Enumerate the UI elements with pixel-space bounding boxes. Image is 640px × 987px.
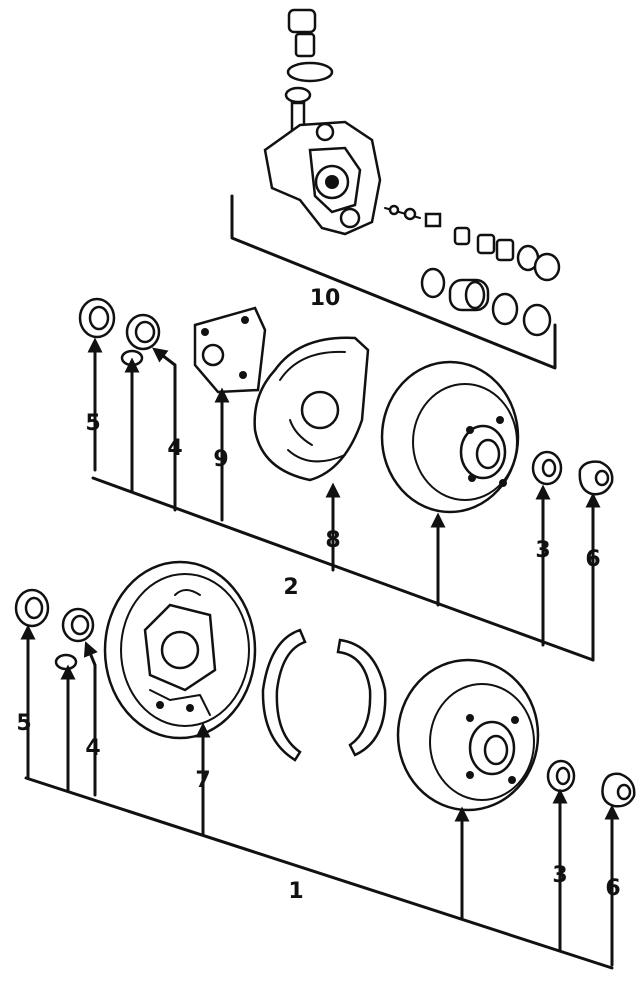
part-brake-drum xyxy=(396,658,540,812)
callout-7: 7 xyxy=(195,768,210,793)
part-8-splash-shield xyxy=(253,336,370,482)
callout-5-lower: 5 xyxy=(16,711,31,736)
callout-3-lower: 3 xyxy=(552,863,567,888)
part-brake-shoes xyxy=(261,628,387,762)
callout-5-upper: 5 xyxy=(85,411,100,436)
part-6-dust-cap-lower xyxy=(601,772,636,808)
callout-10: 10 xyxy=(310,286,341,311)
caliper-assembly xyxy=(263,8,561,337)
callout-6-lower: 6 xyxy=(605,876,620,901)
part-5-seal-upper xyxy=(78,297,116,339)
callout-9: 9 xyxy=(213,447,228,472)
callout-1: 1 xyxy=(288,879,303,904)
part-3-bearing-lower xyxy=(546,759,576,793)
upper-row-leaders xyxy=(87,337,601,662)
part-brake-rotor xyxy=(380,360,520,514)
part-9-adapter-plate xyxy=(193,306,267,394)
callout-6-upper: 6 xyxy=(585,547,600,572)
callout-4-lower: 4 xyxy=(85,736,100,761)
callout-4-upper: 4 xyxy=(167,436,182,461)
part-5-seal-lower xyxy=(14,588,50,628)
lower-row-leaders xyxy=(20,624,620,970)
part-4-bearing-upper xyxy=(120,313,161,367)
part-7-backing-plate xyxy=(103,560,257,740)
part-3-bearing-upper xyxy=(531,450,563,486)
callout-8: 8 xyxy=(325,528,340,553)
callout-3-upper: 3 xyxy=(535,538,550,563)
callout-2: 2 xyxy=(283,575,298,600)
part-4-bearing-lower xyxy=(54,607,95,671)
part-6-dust-cap-upper xyxy=(578,460,614,496)
callout-bracket-10 xyxy=(230,194,557,370)
